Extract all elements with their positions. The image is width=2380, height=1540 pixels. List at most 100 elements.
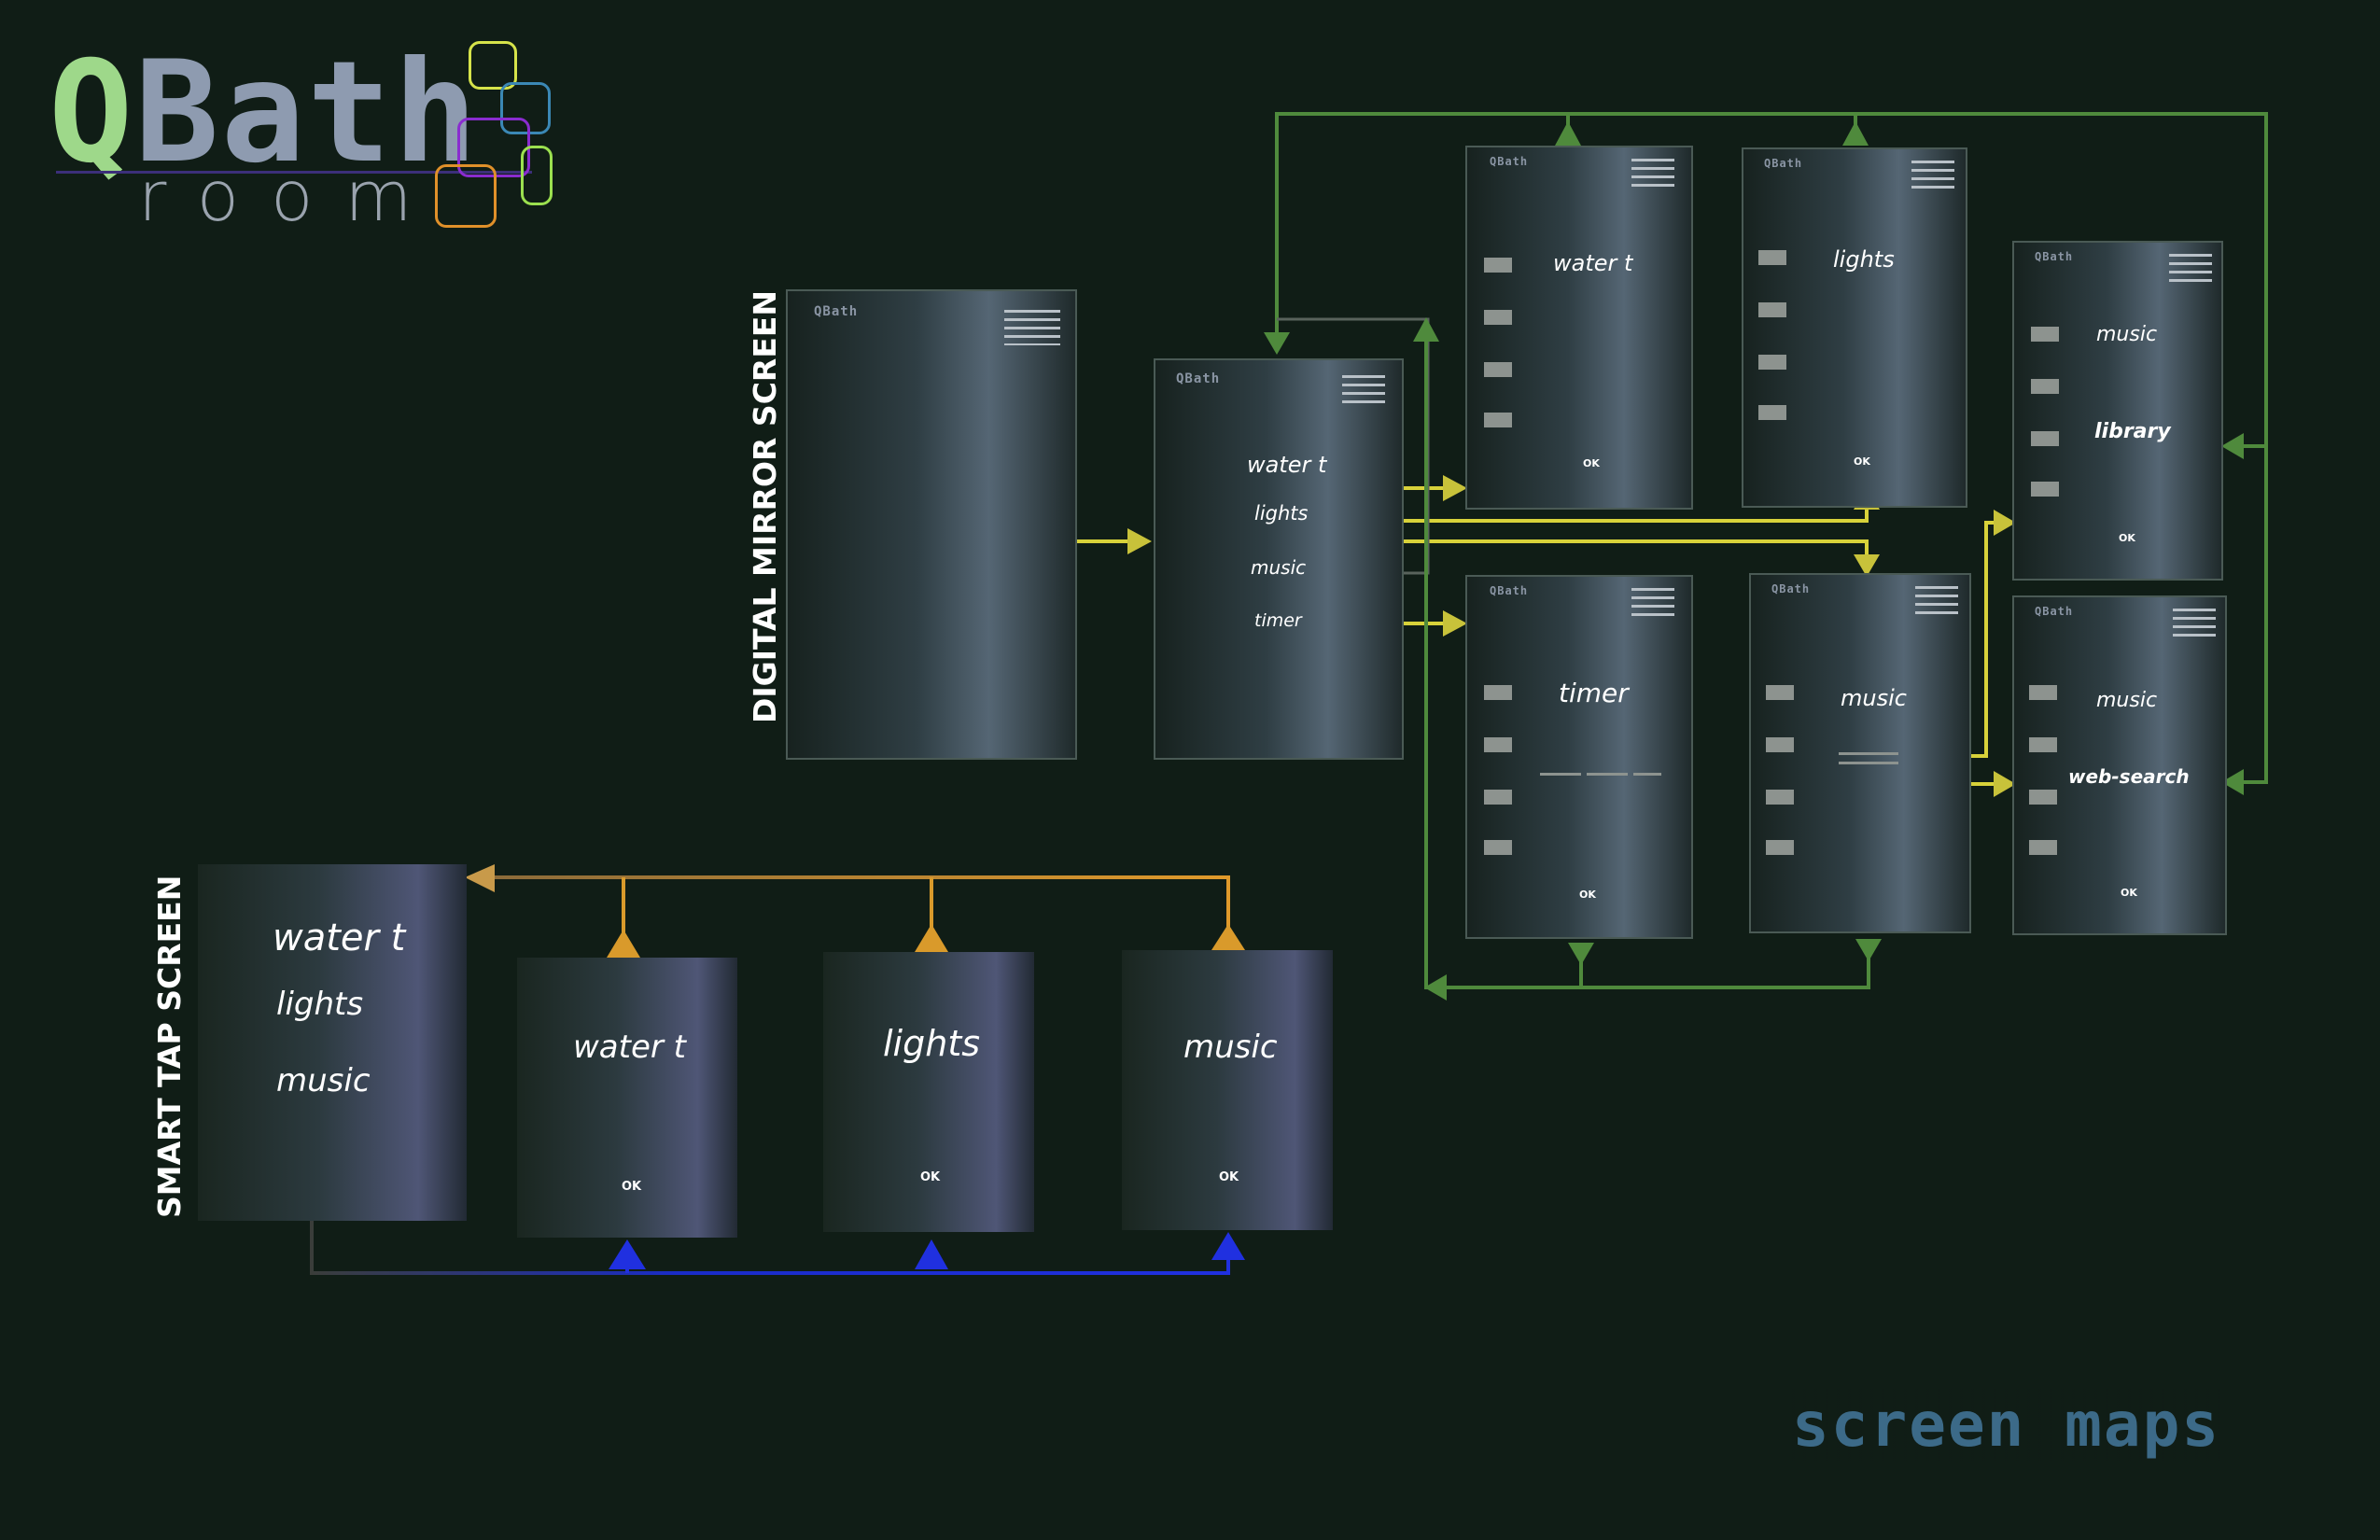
link-menu-to-water xyxy=(1402,475,1467,501)
mirror-library-screen[interactable]: QBath music library OK xyxy=(2012,241,2223,581)
logo-square-yellow xyxy=(469,41,517,90)
hamburger-menu-icon[interactable] xyxy=(1915,586,1958,616)
ok-button[interactable]: OK xyxy=(920,1170,941,1184)
logo-square-green xyxy=(521,146,553,205)
link-tap-top xyxy=(465,864,1245,958)
mirror-menu-screen[interactable]: QBath water t lights music timer xyxy=(1154,358,1404,760)
menu-item-timer[interactable]: timer xyxy=(1254,610,1302,631)
option-button-3[interactable] xyxy=(1758,355,1786,370)
option-button-4[interactable] xyxy=(1484,413,1512,427)
ok-button[interactable]: OK xyxy=(1579,889,1596,901)
option-button-3[interactable] xyxy=(2029,790,2057,805)
mini-logo: QBath xyxy=(1490,584,1529,597)
hamburger-menu-icon[interactable] xyxy=(1342,375,1385,405)
link-home-to-menu xyxy=(1075,528,1152,554)
option-button-3[interactable] xyxy=(1484,362,1512,377)
mirror-home-screen[interactable]: QBath xyxy=(786,289,1077,760)
mini-logo: QBath xyxy=(1764,157,1803,170)
screen-title-web-top: music xyxy=(2096,689,2158,712)
link-menu-to-music xyxy=(1402,539,1880,577)
option-button-4[interactable] xyxy=(2029,840,2057,855)
screen-title-music: music xyxy=(1841,685,1907,711)
link-return-top xyxy=(1264,112,2268,795)
option-button-4[interactable] xyxy=(1758,405,1786,420)
hamburger-menu-icon[interactable] xyxy=(1004,310,1060,345)
screen-title-timer: timer xyxy=(1559,678,1629,708)
option-button-1[interactable] xyxy=(2031,327,2059,342)
link-music-to-library xyxy=(1971,510,2016,758)
option-button-2[interactable] xyxy=(1758,302,1786,317)
menu-item-lights[interactable]: lights xyxy=(1254,502,1309,525)
hamburger-menu-icon[interactable] xyxy=(1631,159,1674,189)
menu-item-water[interactable]: water t xyxy=(1247,452,1327,478)
logo-wordmark: QBath xyxy=(49,43,480,183)
mirror-timer-screen[interactable]: QBath timer OK xyxy=(1465,575,1693,939)
music-divider-1 xyxy=(1839,752,1898,755)
mini-logo: QBath xyxy=(1490,155,1529,168)
hamburger-menu-icon[interactable] xyxy=(2169,254,2212,284)
option-button-2[interactable] xyxy=(1484,737,1512,752)
option-button-1[interactable] xyxy=(1484,258,1512,273)
timer-digit-3 xyxy=(1633,773,1661,776)
mirror-music-screen[interactable]: QBath music xyxy=(1749,573,1971,933)
ok-button[interactable]: OK xyxy=(2119,532,2135,544)
ok-button[interactable]: OK xyxy=(1854,455,1870,468)
hamburger-menu-icon[interactable] xyxy=(1631,588,1674,618)
logo-bath: Bath xyxy=(134,32,480,194)
tap-menu-item-music[interactable]: music xyxy=(276,1062,371,1099)
tap-lights-screen[interactable]: lights OK xyxy=(823,952,1034,1232)
screen-title-water: water t xyxy=(1553,250,1633,276)
tap-title-lights: lights xyxy=(883,1023,981,1064)
ok-button[interactable]: OK xyxy=(1219,1170,1239,1184)
option-button-4[interactable] xyxy=(1766,840,1794,855)
screen-title-library-top: music xyxy=(2096,323,2158,346)
option-button-1[interactable] xyxy=(2029,685,2057,700)
music-divider-2 xyxy=(1839,762,1898,764)
option-button-1[interactable] xyxy=(1758,250,1786,265)
logo-square-orange xyxy=(435,164,497,228)
mini-logo: QBath xyxy=(1771,582,1811,595)
option-button-3[interactable] xyxy=(1484,790,1512,805)
hamburger-menu-icon[interactable] xyxy=(1911,161,1954,190)
tap-water-screen[interactable]: water t OK xyxy=(517,958,737,1238)
logo-subtitle: room xyxy=(138,157,444,237)
option-button-4[interactable] xyxy=(1484,840,1512,855)
logo-underline xyxy=(56,171,532,174)
option-button-2[interactable] xyxy=(1766,737,1794,752)
link-menu-to-timer xyxy=(1402,610,1467,637)
mini-logo: QBath xyxy=(2035,250,2074,263)
tap-menu-item-water[interactable]: water t xyxy=(273,917,406,959)
mirror-lights-screen[interactable]: QBath lights OK xyxy=(1742,147,1967,508)
ok-button[interactable]: OK xyxy=(622,1180,642,1194)
hamburger-menu-icon[interactable] xyxy=(2173,609,2216,638)
tap-music-screen[interactable]: music OK xyxy=(1122,950,1333,1230)
tap-title-music: music xyxy=(1183,1029,1278,1066)
link-return-bottom xyxy=(1413,317,1882,1001)
screen-title-websearch: web-search xyxy=(2068,765,2190,788)
mirror-websearch-screen[interactable]: QBath music web-search OK xyxy=(2012,595,2227,935)
option-button-3[interactable] xyxy=(1766,790,1794,805)
option-button-2[interactable] xyxy=(2031,379,2059,394)
tap-title-water: water t xyxy=(573,1029,687,1066)
option-button-1[interactable] xyxy=(1484,685,1512,700)
option-button-4[interactable] xyxy=(2031,482,2059,497)
screen-title-library: library xyxy=(2094,420,2171,443)
ok-button[interactable]: OK xyxy=(2121,887,2137,899)
tap-menu-item-lights[interactable]: lights xyxy=(276,986,364,1023)
ok-button[interactable]: OK xyxy=(1583,457,1600,469)
option-button-2[interactable] xyxy=(1484,310,1512,325)
tap-main-screen[interactable]: water t lights music xyxy=(198,864,467,1221)
option-button-1[interactable] xyxy=(1766,685,1794,700)
mirror-water-screen[interactable]: QBath water t OK xyxy=(1465,146,1693,510)
section-title-mirror: DIGITAL MIRROR SCREEN xyxy=(747,289,783,723)
menu-item-music[interactable]: music xyxy=(1251,556,1307,579)
mini-logo: QBath xyxy=(814,304,859,319)
logo-q: Q xyxy=(49,32,135,194)
link-tap-bottom xyxy=(310,1221,1245,1275)
mini-logo: QBath xyxy=(1176,371,1221,386)
section-title-tap: SMART TAP SCREEN xyxy=(151,875,188,1218)
timer-digit-1 xyxy=(1540,773,1581,776)
option-button-3[interactable] xyxy=(2031,431,2059,446)
option-button-2[interactable] xyxy=(2029,737,2057,752)
mini-logo: QBath xyxy=(2035,605,2074,618)
